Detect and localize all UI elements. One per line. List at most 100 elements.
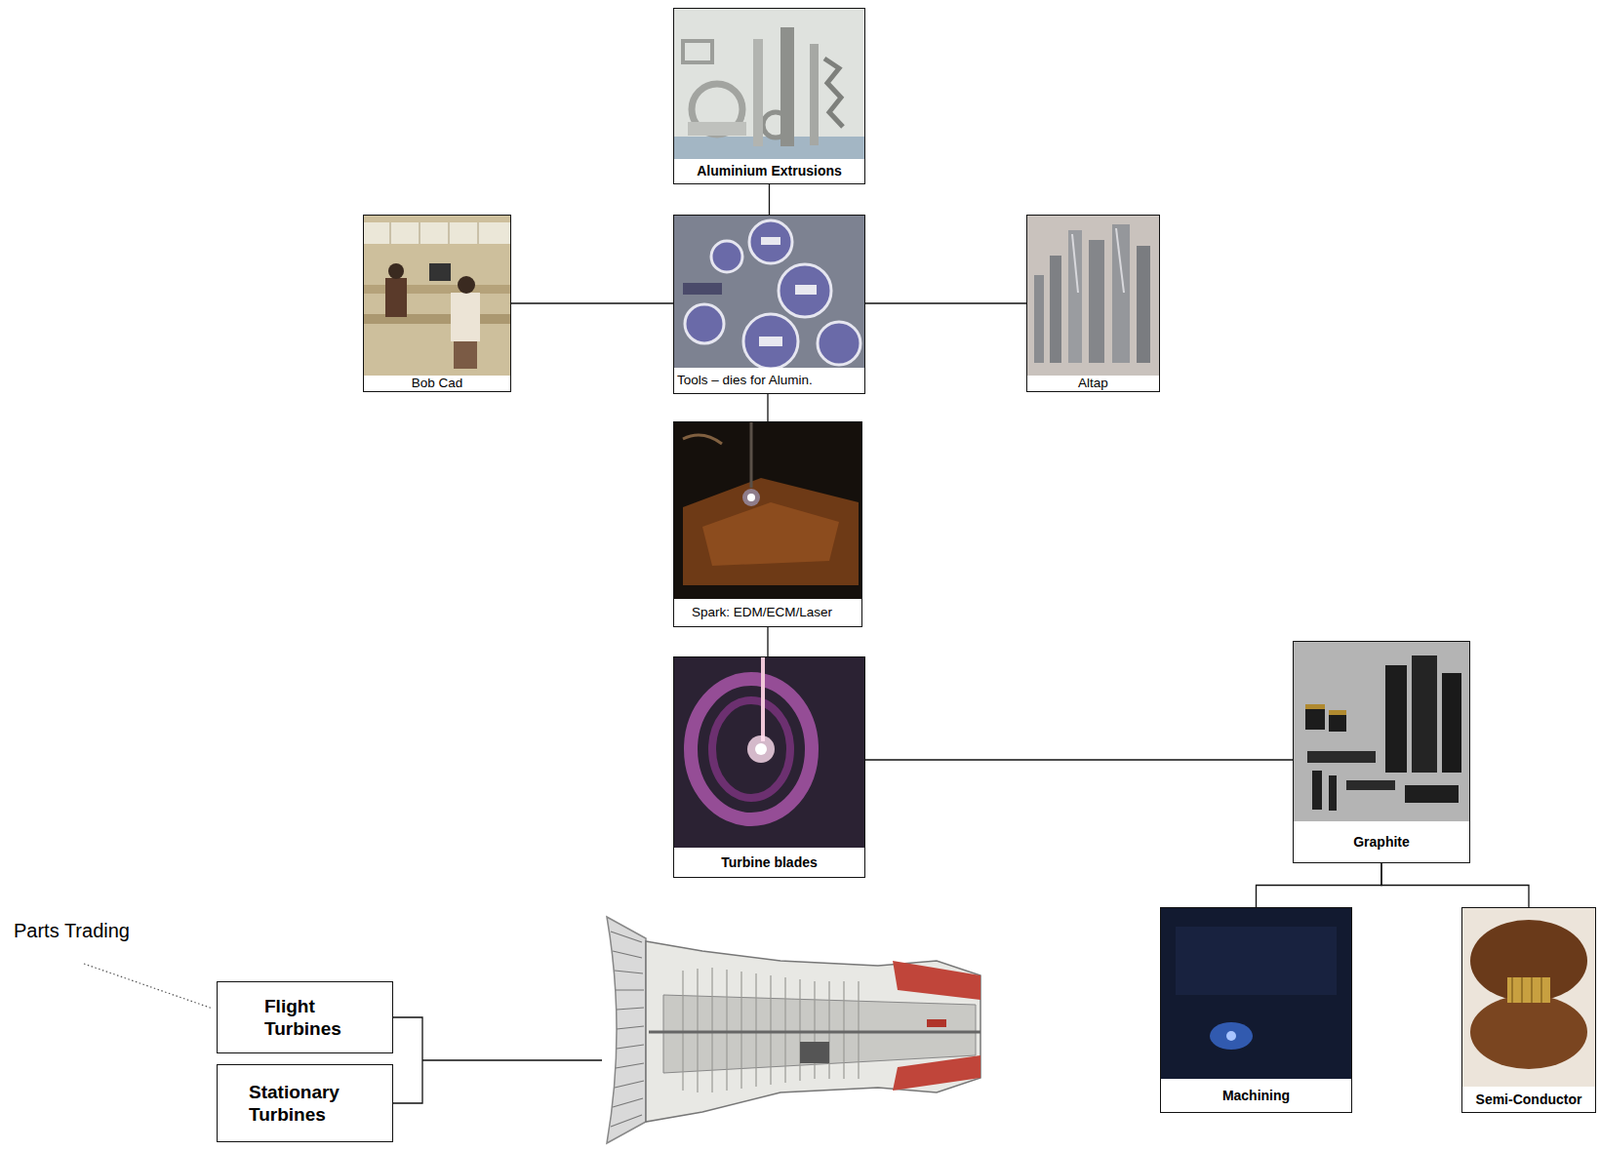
extrusions-photo-part (753, 39, 763, 147)
endmills-photo (1026, 214, 1160, 377)
spark-photo-part (750, 421, 754, 488)
photo-box: Tools – dies for Alumin. (673, 214, 866, 395)
graphite-photo-part (1328, 710, 1347, 732)
photo-box: Graphite (1292, 640, 1471, 864)
turbine-blade-photo-part (712, 700, 791, 799)
jet-engine-cutaway-part (606, 917, 646, 1144)
dies-photo-part (795, 284, 817, 295)
machining-photo-part (1226, 1031, 1237, 1041)
office-photo-part (450, 292, 480, 342)
photo-caption: Altap (1027, 375, 1160, 392)
office-photo-part (457, 276, 476, 294)
endmills-photo-part (1068, 230, 1082, 363)
extrusions-photo-part (673, 136, 866, 160)
connector-line (1256, 863, 1383, 908)
photo-box: Semi-Conductor (1461, 907, 1597, 1114)
graphite-photo-part (1385, 665, 1407, 773)
spark-photo-part (682, 435, 722, 444)
text-box: Flight Turbines (216, 981, 394, 1054)
photo-caption: Spark: EDM/ECM/Laser (674, 599, 862, 627)
photo-caption: Turbine blades (674, 847, 865, 878)
graphite-photo-part (1328, 775, 1337, 811)
spark-photo-part (702, 502, 840, 566)
connector-line (768, 184, 770, 215)
endmills-photo-part (1034, 275, 1044, 363)
jet-engine-cutaway-part (645, 941, 981, 1122)
connector-line (766, 627, 768, 657)
office-photo-part (390, 222, 392, 244)
office-photo-part (362, 222, 512, 244)
box-label: Stationary Turbines (248, 1080, 376, 1126)
dies-photo-part (759, 336, 783, 347)
office-photo-part (429, 263, 451, 281)
dies-photo-part (749, 220, 793, 264)
note-label: Parts Trading (13, 920, 130, 943)
spark-photo (673, 421, 863, 602)
jet-engine-cutaway-part (800, 1041, 830, 1064)
connector-line (766, 394, 768, 422)
extrusions-photo-part (809, 43, 819, 146)
semiconductor-photo-part (1470, 995, 1588, 1070)
leader-line-part (83, 963, 213, 1009)
dies-photo-part (711, 240, 743, 273)
semiconductor-photo-part (1461, 907, 1597, 1088)
endmills-photo-part (1049, 255, 1062, 363)
jet-engine-cutaway-part (663, 995, 976, 1074)
photo-caption: Tools – dies for Alumin. (674, 367, 865, 394)
extrusions-photo (673, 7, 866, 160)
dies-photo-part (778, 264, 832, 318)
dies-photo-part (673, 214, 866, 371)
jet-engine-cutaway-part (892, 960, 981, 1000)
graphite-photo-part (1312, 770, 1322, 810)
extrusions-photo-part (824, 58, 843, 127)
dies-photo-part (684, 304, 724, 344)
connector-line (1381, 863, 1529, 908)
jet-engine-cutaway-part (648, 1031, 981, 1035)
extrusions-photo-part (673, 7, 866, 160)
photo-box: Spark: EDM/ECM/Laser (673, 421, 863, 628)
machining-photo (1160, 907, 1353, 1080)
dies-photo-part (682, 282, 722, 295)
machining-photo-part (1175, 926, 1337, 996)
jet-engine-cutaway (606, 917, 981, 1144)
graphite-photo-part (1292, 640, 1471, 825)
photo-box: Bob Cad (362, 214, 512, 393)
graphite-photo-part (1307, 751, 1376, 763)
photo-box: Machining (1160, 907, 1353, 1114)
graphite-photo-part (1305, 704, 1325, 710)
office-photo-part (448, 222, 450, 244)
semiconductor-photo-part (1512, 977, 1514, 1003)
graphite-photo-part (1328, 710, 1347, 716)
photo-caption: Machining (1160, 1079, 1352, 1113)
photo-box: Altap (1026, 214, 1160, 393)
turbine-blade-photo-part (690, 679, 812, 820)
spark-photo-part (742, 488, 760, 507)
photo-caption: Aluminium Extrusions (674, 159, 865, 184)
turbine-blade-photo-part (760, 656, 765, 742)
label-anchor: Parts Trading (13, 920, 130, 943)
connector-line (865, 759, 1293, 760)
graphite-photo-part (1404, 785, 1459, 803)
office-photo-part (362, 214, 512, 377)
jet-engine-cutaway-part (892, 1055, 981, 1091)
office-photo (362, 214, 512, 377)
semiconductor-photo-part (1470, 920, 1588, 1002)
endmills-photo-part (1088, 240, 1105, 363)
photo-caption: Bob Cad (363, 375, 511, 392)
turbine-blade-photo (673, 656, 866, 849)
turbine-blade-photo-part (755, 743, 767, 756)
text-box: Stationary Turbines (216, 1064, 394, 1143)
office-photo-part (385, 278, 407, 318)
extrusions-photo-part (780, 27, 795, 147)
graphite-photo-part (1411, 655, 1438, 773)
graphite-photo-part (1346, 780, 1396, 791)
leader-line (83, 963, 213, 1009)
endmills-photo-part (1112, 224, 1130, 363)
office-photo-part (453, 341, 478, 369)
machining-photo-part (1209, 1022, 1253, 1050)
photo-box: Turbine blades (673, 656, 866, 879)
turbine-blade-photo-part (747, 735, 775, 763)
jet-engine-cutaway-part (610, 931, 644, 1127)
dies-photo (673, 214, 866, 371)
